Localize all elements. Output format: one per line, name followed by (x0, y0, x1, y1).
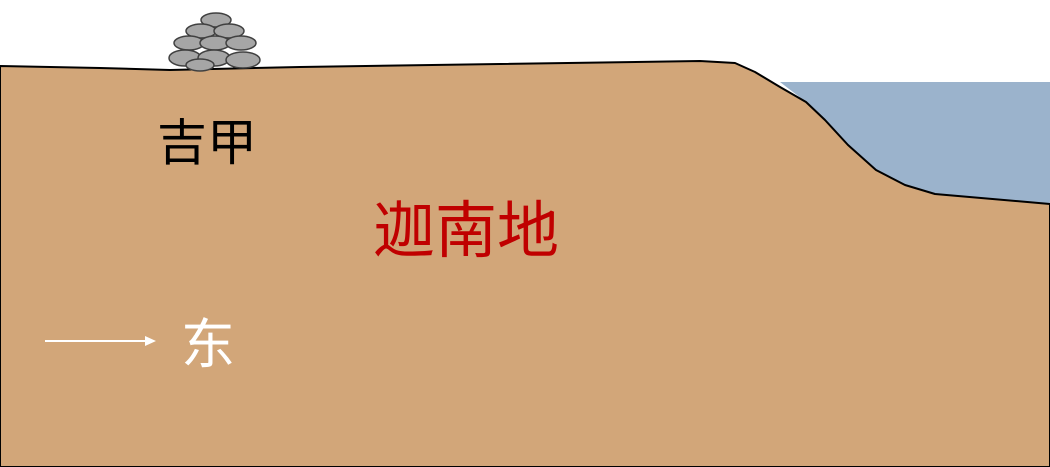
land (0, 60, 1050, 467)
arrow-head (145, 336, 156, 346)
stone (225, 35, 257, 51)
stone-pile-icon (168, 12, 261, 72)
arrow-right-icon (45, 336, 156, 346)
region-label: 迦南地 (373, 194, 560, 267)
stone (185, 58, 215, 72)
stone (225, 51, 261, 69)
direction-label: 东 (181, 313, 235, 376)
place-label: 吉甲 (157, 114, 257, 172)
sea (780, 82, 1050, 204)
